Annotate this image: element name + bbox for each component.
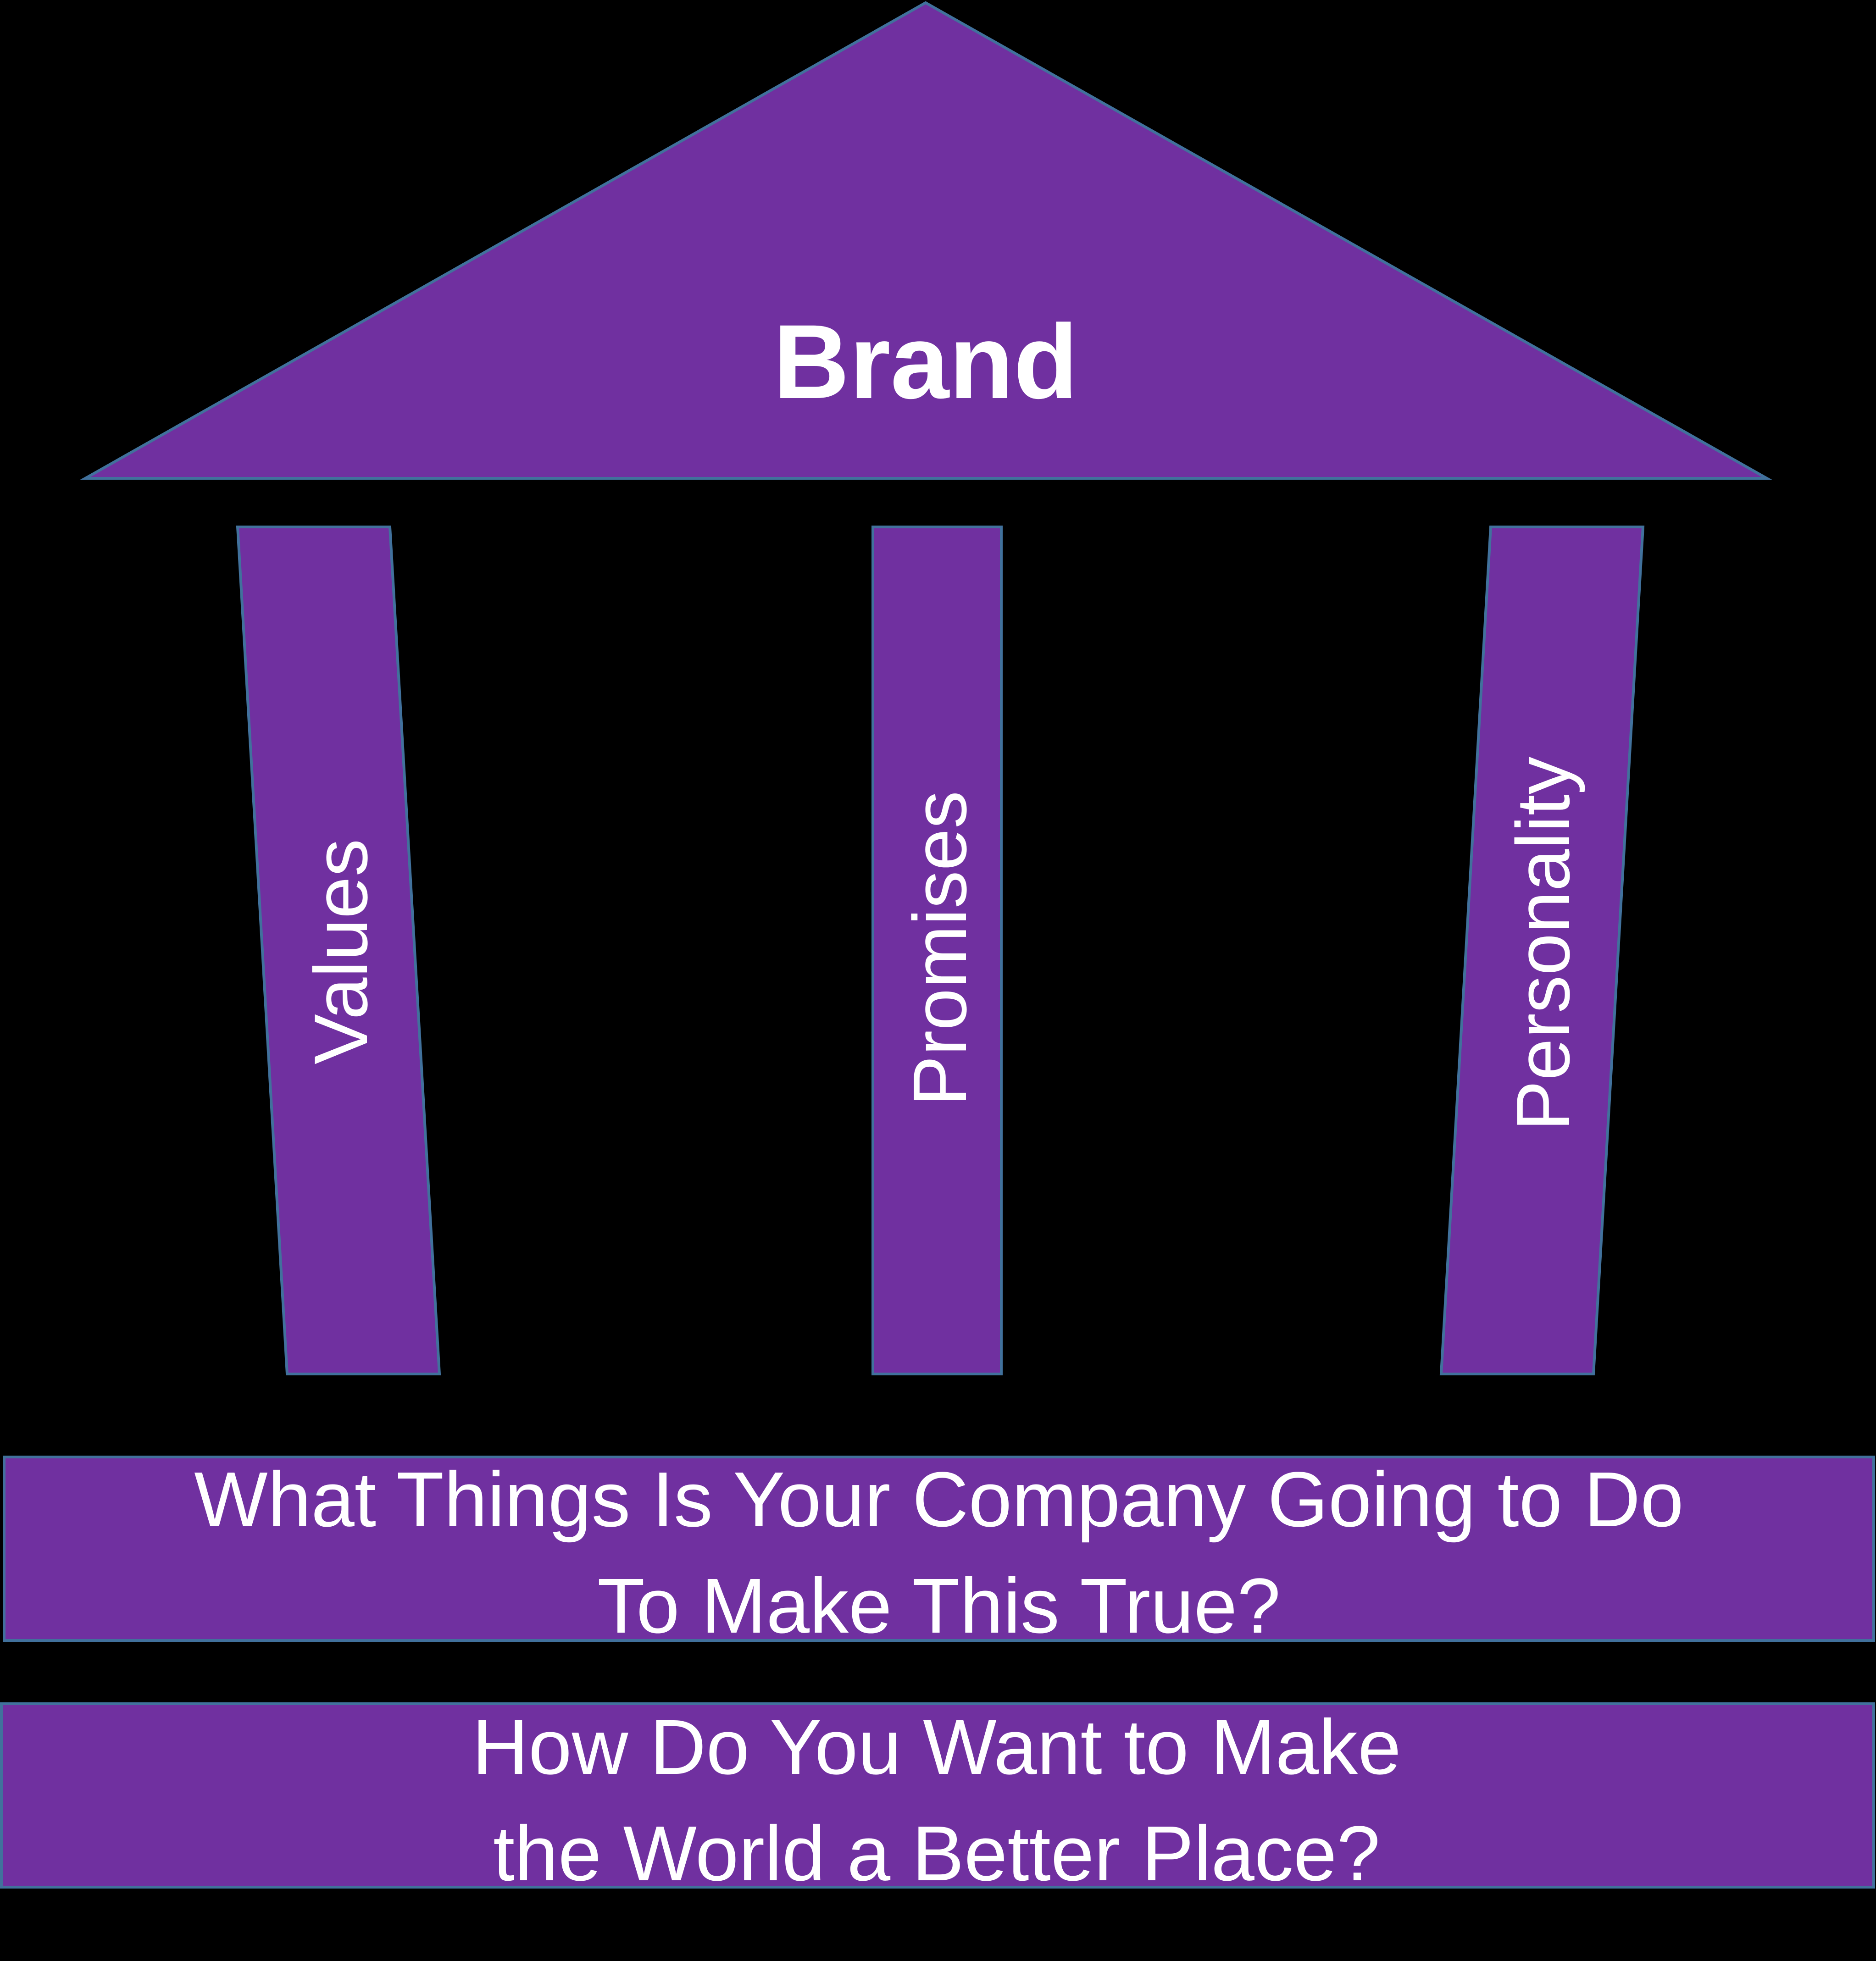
- roof-triangle: [80, 1, 1772, 480]
- foundation-lower-block: [0, 1702, 1875, 1889]
- foundation-lower-line-2: the World a Better Place?: [493, 1810, 1380, 1897]
- pillar-personality: [1439, 526, 1645, 1375]
- pillar-label-promises: Promises: [898, 791, 982, 1106]
- pillar-label-personality: Personality: [1501, 756, 1585, 1131]
- foundation-lower-line-1: How Do You Want to Make: [472, 1704, 1401, 1791]
- roof-label: Brand: [773, 303, 1078, 421]
- foundation-upper-line-2: To Make This True?: [597, 1562, 1281, 1650]
- foundation-upper-block: [3, 1456, 1875, 1642]
- foundation-upper-line-1: What Things Is Your Company Going to Do: [194, 1456, 1684, 1543]
- pillar-promises: [871, 526, 1003, 1375]
- pillar-values: [236, 526, 441, 1375]
- pillar-label-values: Values: [299, 839, 383, 1064]
